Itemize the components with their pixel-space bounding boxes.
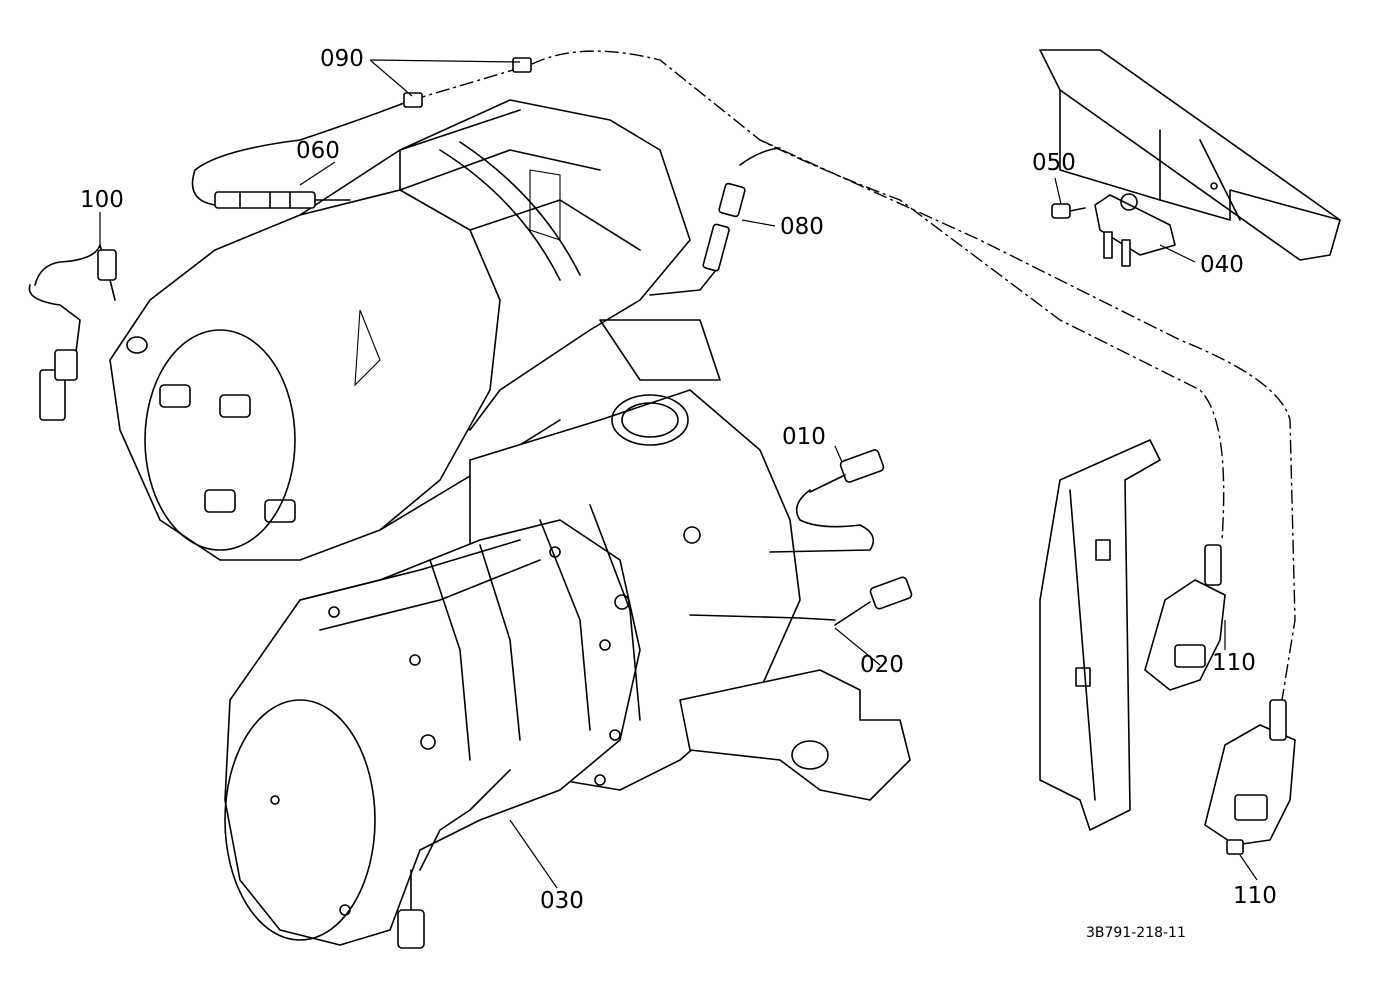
callout-110-lower: 110 [1233, 883, 1277, 909]
callout-110-upper: 110 [1212, 650, 1256, 676]
upper-canister [109, 99, 721, 561]
callout-100: 100 [80, 187, 124, 213]
callout-020: 020 [860, 652, 904, 678]
wiring-harness [191, 50, 1296, 871]
sensor-040 [1094, 193, 1176, 267]
callout-060: 060 [296, 138, 340, 164]
sensor-100 [28, 244, 117, 421]
lower-right-bracket [1039, 439, 1161, 831]
upper-right-bracket [1039, 49, 1341, 261]
callout-010: 010 [782, 424, 826, 450]
sensor-110-upper [1144, 544, 1226, 691]
reference-code: 3B791-218-11 [1086, 925, 1186, 941]
callout-030: 030 [540, 888, 584, 914]
sensor-110-lower [1204, 699, 1296, 855]
callout-080: 080 [780, 214, 824, 240]
lower-canister [224, 389, 911, 946]
callout-090: 090 [320, 46, 364, 72]
sensor-060 [214, 191, 351, 209]
callout-050: 050 [1032, 150, 1076, 176]
connector-090 [403, 57, 532, 108]
sensor-030 [397, 869, 425, 949]
callout-040: 040 [1200, 252, 1244, 278]
sensor-010 [809, 449, 885, 493]
sensor-020 [834, 576, 913, 626]
bolt-050 [1051, 203, 1086, 219]
leader-lines [99, 59, 1258, 889]
sensor-080 [702, 182, 746, 272]
